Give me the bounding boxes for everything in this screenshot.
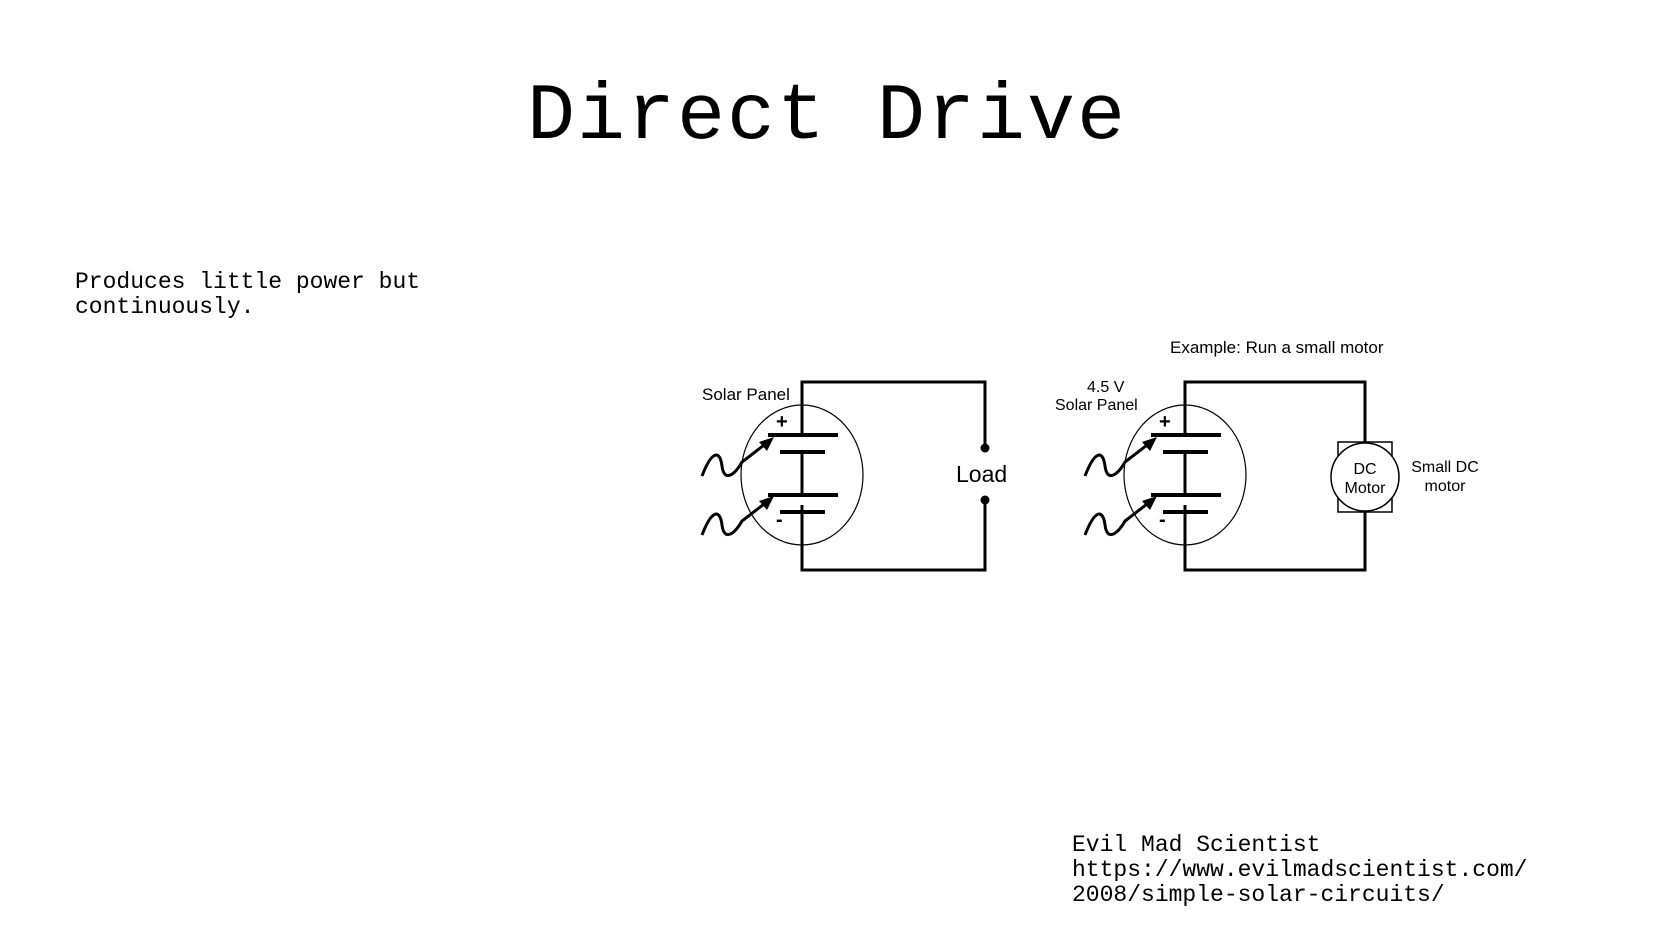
left-minus-sign: - <box>776 509 783 531</box>
subtitle-line-1: Produces little power but <box>75 269 421 295</box>
motor-desc-line-1: Small DC <box>1411 459 1479 476</box>
left-panel-outline <box>740 404 864 546</box>
right-wire-top <box>1183 380 1367 442</box>
right-light-arrow-2 <box>1083 496 1157 536</box>
subtitle-line-2: continuously. <box>75 294 255 320</box>
motor-desc-line-2: motor <box>1425 478 1467 495</box>
left-wire-bottom <box>800 500 987 572</box>
circuit-diagram: Solar Panel Load + - Example: Run a smal… <box>700 338 1479 572</box>
left-load-terminal-bottom <box>980 495 990 505</box>
left-light-arrow-1 <box>700 437 774 477</box>
right-panel-outline <box>1123 404 1247 546</box>
left-load-terminal-top <box>980 443 990 453</box>
right-circuit: Example: Run a small motor 4.5 V Solar P… <box>1055 338 1479 572</box>
left-circuit: Solar Panel Load + - <box>700 380 1007 572</box>
left-light-arrow-2 <box>700 496 774 536</box>
left-panel-label: Solar Panel <box>702 385 790 404</box>
right-wire-bottom <box>1183 505 1367 572</box>
left-plus-sign: + <box>776 411 788 433</box>
left-load-label: Load <box>956 461 1007 487</box>
left-wire-top <box>800 380 987 448</box>
right-example-label: Example: Run a small motor <box>1170 338 1384 357</box>
credit-line-1: Evil Mad Scientist <box>1072 832 1321 858</box>
right-minus-sign: - <box>1159 509 1166 531</box>
right-light-arrow-1 <box>1083 437 1157 477</box>
motor-label-line-1: DC <box>1353 461 1376 478</box>
motor-label-line-2: Motor <box>1345 480 1387 497</box>
credit-url-line-2: 2008/simple-solar-circuits/ <box>1072 882 1445 908</box>
source-credit: Evil Mad Scientist https://www.evilmadsc… <box>1072 833 1527 908</box>
slide-subtitle: Produces little power but continuously. <box>75 270 495 320</box>
slide-title: Direct Drive <box>526 72 1128 163</box>
right-plus-sign: + <box>1159 411 1171 433</box>
right-voltage-label: 4.5 V <box>1087 379 1125 396</box>
motor-symbol <box>1330 442 1400 512</box>
right-panel-label: Solar Panel <box>1055 397 1138 414</box>
credit-url-line-1: https://www.evilmadscientist.com/ <box>1072 857 1528 883</box>
